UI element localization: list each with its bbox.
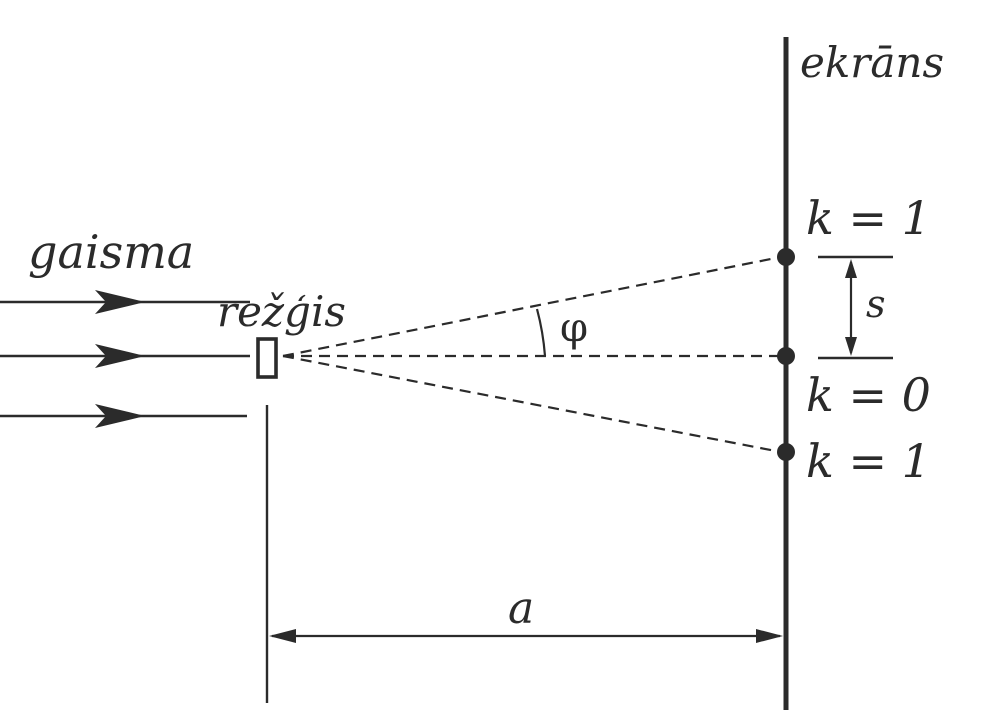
order-label-bottom: k = 1 [806, 434, 931, 488]
angle-arc [535, 308, 547, 357]
distance-label: a [508, 583, 534, 634]
spacing-arrowhead-down [845, 337, 857, 356]
light-ray-1-arrow [95, 290, 145, 314]
maximum-dot-top [777, 248, 795, 266]
spacing-label: s [866, 282, 886, 326]
light-label: gaisma [28, 225, 194, 279]
incoming-light-rays [0, 290, 250, 428]
maximum-dot-bottom [777, 443, 795, 461]
spacing-arrowhead-up [845, 259, 857, 278]
distance-arrowhead-left [269, 629, 296, 643]
distance-marker [269, 629, 783, 643]
diffracted-rays [282, 255, 782, 454]
light-ray-3-arrow [95, 404, 145, 428]
grating-label: režģis [217, 287, 346, 336]
maximum-dot-center [777, 347, 795, 365]
angle-label: φ [560, 305, 588, 351]
spacing-marker [818, 255, 893, 360]
ray-order-top [282, 255, 782, 358]
screen-label: ekrāns [800, 38, 944, 87]
distance-arrowhead-right [756, 629, 783, 643]
order-label-top: k = 1 [806, 191, 931, 245]
order-label-center: k = 0 [806, 368, 931, 422]
ray-order-bottom [282, 354, 782, 454]
grating [256, 337, 278, 379]
light-ray-2-arrow [95, 344, 145, 368]
